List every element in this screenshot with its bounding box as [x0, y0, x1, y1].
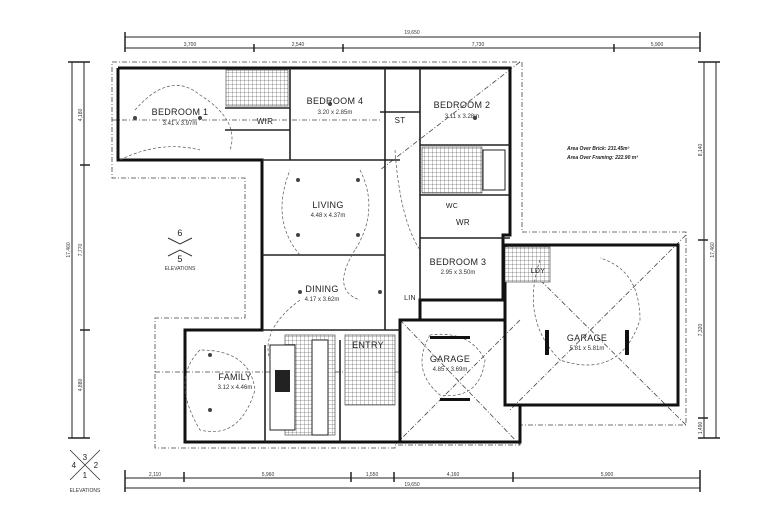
eave-outline: [111, 61, 687, 449]
svg-text:GARAGE: GARAGE: [430, 354, 470, 364]
dim-total-top: 19,650: [404, 30, 420, 36]
dim-total-right: 17,460: [710, 242, 716, 258]
svg-text:1: 1: [83, 471, 88, 480]
room-dining: DINING 4.17 x 3.62m: [305, 284, 340, 303]
room-bedroom-1: BEDROOM 1 3.41 x 3.97m: [152, 107, 209, 127]
room-garage-small: GARAGE 4.85 x 3.69m: [430, 354, 470, 373]
bathroom-tiles: [421, 146, 483, 194]
dim-right-3: 1,490: [698, 422, 704, 435]
room-living: LIVING 4.48 x 4.37m: [311, 200, 346, 219]
svg-text:5.81 x 5.81m: 5.81 x 5.81m: [570, 346, 605, 352]
dim-total-left: 17,460: [66, 242, 72, 258]
label-wc: WC: [446, 203, 458, 210]
label-wir: WIR: [257, 117, 273, 126]
dim-right-2: 7,320: [698, 324, 704, 337]
dim-top-2: 2,540: [292, 42, 305, 48]
interior-walls: [225, 68, 510, 442]
svg-text:3.41 x 3.97m: 3.41 x 3.97m: [163, 121, 198, 127]
svg-text:ELEVATIONS: ELEVATIONS: [70, 488, 101, 494]
svg-text:2: 2: [94, 461, 99, 470]
svg-text:BEDROOM 3: BEDROOM 3: [430, 257, 487, 267]
dim-right-1: 8,140: [698, 144, 704, 157]
svg-text:6: 6: [177, 228, 182, 238]
elevation-marker-corner: 3 4 2 1 ELEVATIONS: [70, 449, 101, 494]
svg-text:GARAGE: GARAGE: [567, 333, 607, 343]
dim-bottom-3: 1,550: [366, 472, 379, 478]
svg-text:BEDROOM 2: BEDROOM 2: [434, 100, 491, 110]
area-over-framing: Area Over Framing: 222.90 m²: [566, 155, 638, 161]
elevation-marker-side: 6 5 ELEVATIONS: [165, 228, 196, 272]
room-family: FAMILY 3.12 x 4.46m: [218, 372, 253, 391]
svg-text:2.95 x 3.50m: 2.95 x 3.50m: [441, 270, 476, 276]
room-entry: ENTRY: [352, 340, 384, 350]
label-laundry: LDY: [531, 268, 546, 275]
area-note: Area Over Brick: 231.45m² Area Over Fram…: [566, 146, 638, 161]
svg-text:3.11 x 3.28m: 3.11 x 3.28m: [445, 114, 479, 120]
svg-text:FAMILY: FAMILY: [218, 372, 251, 382]
dim-left-2: 7,770: [78, 244, 84, 257]
dim-top-1: 3,700: [184, 42, 197, 48]
svg-text:BEDROOM 1: BEDROOM 1: [152, 107, 209, 117]
kitchen-bench: [311, 339, 329, 436]
dim-bottom-4: 4,160: [447, 472, 460, 478]
entry-tiles: [344, 334, 396, 406]
svg-text:LIVING: LIVING: [312, 200, 343, 210]
svg-text:5: 5: [177, 254, 182, 264]
dim-top-3: 7,730: [472, 42, 485, 48]
garage-doors: [430, 330, 629, 401]
light-fittings: [133, 102, 477, 412]
label-store: ST: [395, 116, 406, 125]
svg-text:4.48 x 4.37m: 4.48 x 4.37m: [311, 213, 346, 219]
bathtub: [482, 149, 506, 191]
dimension-top: 19,650 3,700 2,540 7,730 5,900: [124, 30, 701, 52]
dim-top-4: 5,900: [651, 42, 664, 48]
area-over-brick: Area Over Brick: 231.45m²: [566, 146, 630, 152]
svg-text:3.12 x 4.46m: 3.12 x 4.46m: [218, 385, 253, 391]
svg-text:4.17 x 3.62m: 4.17 x 3.62m: [305, 297, 340, 303]
dim-left-1: 4,180: [78, 109, 84, 122]
svg-text:4: 4: [72, 461, 77, 470]
label-wr: WR: [456, 218, 470, 227]
dim-bottom-5: 5,900: [601, 472, 614, 478]
dim-bottom-1: 2,110: [149, 472, 161, 478]
dim-total-bottom: 19,650: [404, 482, 420, 488]
svg-text:ELEVATIONS: ELEVATIONS: [165, 266, 196, 272]
cooktop: [275, 370, 290, 392]
room-labels: BEDROOM 1 3.41 x 3.97m BEDROOM 4 3.20 x …: [152, 96, 607, 391]
svg-text:DINING: DINING: [305, 284, 338, 294]
label-linen: LIN: [404, 295, 416, 302]
dim-bottom-2: 5,960: [262, 472, 275, 478]
svg-text:BEDROOM 4: BEDROOM 4: [307, 96, 364, 106]
dimension-left: 17,460 4,180 7,770 4,880: [66, 61, 90, 439]
ensuite-tiles: [225, 69, 289, 107]
dimension-bottom: 2,110 5,960 1,550 4,160 5,900 19,650: [124, 470, 701, 492]
laundry-tiles: [504, 246, 551, 283]
room-bedroom-4: BEDROOM 4 3.20 x 2.85m: [307, 96, 364, 116]
room-bedroom-2: BEDROOM 2 3.11 x 3.28m: [434, 100, 491, 120]
room-bedroom-3: BEDROOM 3 2.95 x 3.50m: [430, 257, 487, 276]
svg-text:3.20 x 2.85m: 3.20 x 2.85m: [318, 110, 353, 116]
dimension-right: 8,140 7,320 1,490 17,460: [698, 61, 720, 439]
wet-areas: [225, 69, 551, 436]
electrical-runs: [119, 85, 641, 432]
svg-text:3: 3: [83, 453, 88, 462]
svg-text:4.85 x 3.69m: 4.85 x 3.69m: [433, 367, 468, 373]
dim-left-3: 4,880: [78, 379, 84, 392]
room-garage-large: GARAGE 5.81 x 5.81m: [567, 333, 607, 352]
